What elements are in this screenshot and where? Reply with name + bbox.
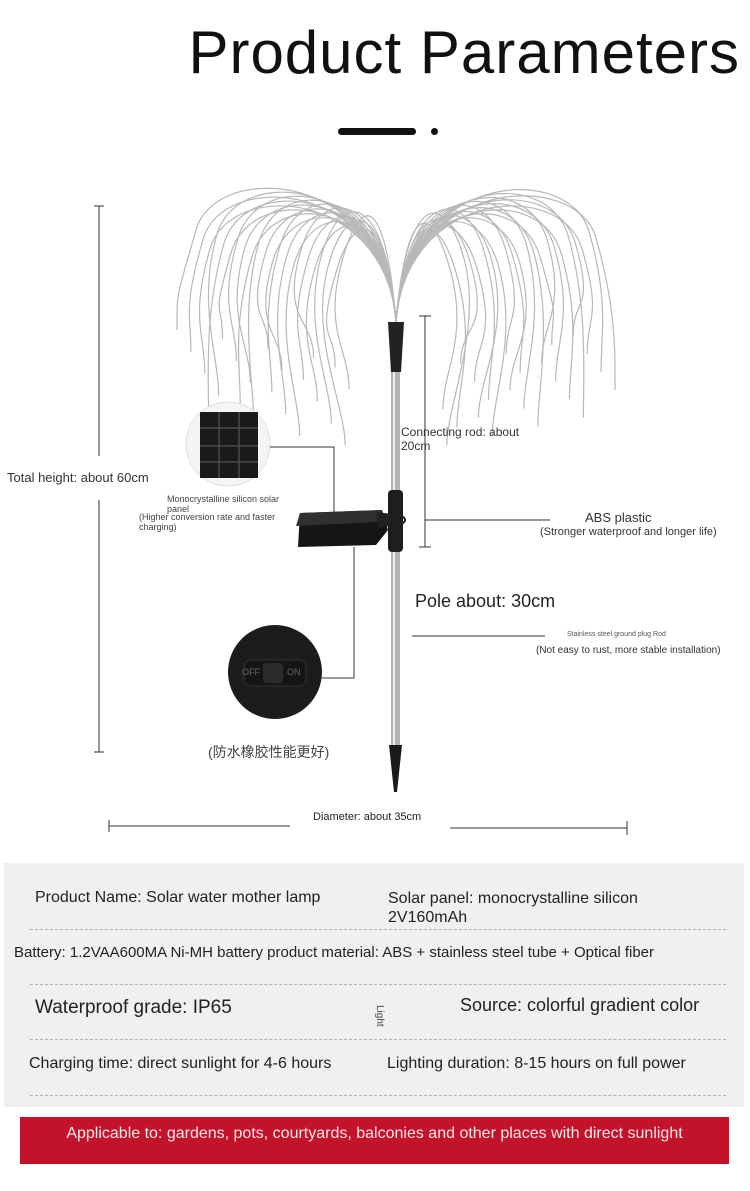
total-height-label: Total height: about 60cm: [7, 470, 149, 485]
param-source: Source: colorful gradient color: [460, 995, 700, 1015]
total-height-dimension: [94, 205, 104, 753]
diameter-dimension: [108, 820, 628, 835]
pole: [384, 322, 406, 792]
solar-cells: [200, 412, 258, 478]
switch-leader: [322, 547, 355, 679]
abs-note: (Stronger waterproof and longer life): [540, 526, 717, 538]
ground-plug-label: Stainless steel ground plug Rod: [567, 631, 666, 638]
title-dot: [431, 128, 438, 135]
solar-panel: [296, 510, 392, 547]
solar-panel-label: Monocrystalline silicon solar panel: [167, 494, 280, 514]
param-waterproof: Waterproof grade: IP65: [35, 997, 232, 1018]
divider: [30, 984, 726, 985]
page-title: Product Parameters: [188, 19, 740, 86]
param-charging: Charging time: direct sunlight for 4-6 h…: [29, 1055, 332, 1072]
param-battery: Battery: 1.2VAA600MA Ni-MH battery produ…: [14, 944, 655, 961]
switch-on-label: ON: [287, 667, 301, 677]
param-solar-panel: Solar panel: monocrystalline silicon 2V1…: [388, 890, 638, 926]
parameters-panel: [4, 863, 744, 1107]
title-underline: [338, 128, 416, 135]
product-diagram: [94, 187, 628, 835]
ground-plug-note: (Not easy to rust, more stable installat…: [536, 645, 721, 656]
param-product-name: Product Name: Solar water mother lamp: [35, 889, 321, 906]
connecting-rod-label: Connecting rod: about 20cm: [401, 425, 520, 453]
switch-off-label: OFF: [242, 667, 260, 677]
rubber-note: (防水橡胶性能更好): [208, 744, 330, 760]
optical-fiber-fountain: [176, 187, 616, 446]
param-lighting: Lighting duration: 8-15 hours on full po…: [387, 1055, 686, 1072]
param-light-vertical: Light: [374, 1005, 385, 1027]
connecting-rod-dimension: [419, 315, 431, 548]
diameter-label: Diameter: about 35cm: [313, 811, 422, 823]
pole-label: Pole about: 30cm: [415, 591, 556, 611]
solar-panel-leader: [270, 446, 335, 513]
divider: [30, 1095, 726, 1096]
divider: [30, 929, 726, 930]
abs-label: ABS plastic: [585, 510, 652, 525]
solar-panel-note: (Higher conversion rate and faster charg…: [139, 512, 276, 532]
applicable-banner: Applicable to: gardens, pots, courtyards…: [20, 1117, 729, 1164]
divider: [30, 1039, 726, 1040]
